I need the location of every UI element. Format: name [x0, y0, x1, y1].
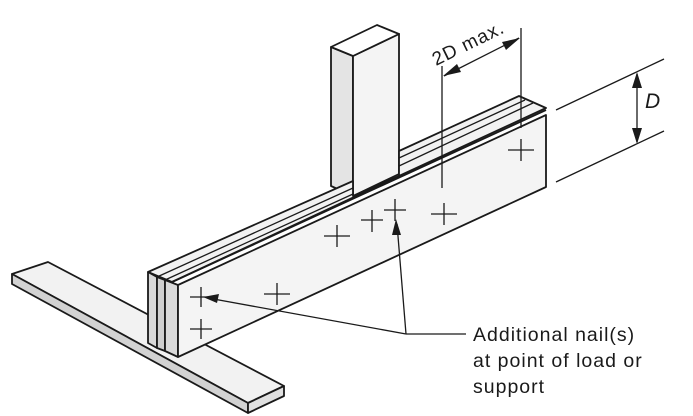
ply-seam-1	[156, 187, 354, 278]
nail-mark	[324, 225, 350, 247]
callout-line-2: at point of load or	[473, 350, 643, 372]
depth-arrow-bottom	[632, 128, 642, 144]
depth-arrow-top	[632, 72, 642, 88]
nail-mark	[384, 199, 406, 221]
beam-top-right	[398, 95, 547, 177]
beam-front-face	[177, 114, 547, 358]
ply-seam-4	[398, 102, 534, 167]
beam-end-ply-1	[147, 271, 158, 349]
beam-front-top-edge	[171, 109, 547, 283]
callout-note: Additional nail(s) at point of load or s…	[473, 324, 643, 398]
spacing-arrow-right	[502, 38, 520, 50]
post	[330, 24, 400, 197]
nail-mark	[190, 319, 212, 339]
nail-mark	[431, 203, 457, 225]
nail-marks	[190, 139, 534, 339]
post-side-face	[330, 46, 354, 197]
built-up-beam	[147, 95, 547, 358]
depth-extension-top	[555, 58, 665, 111]
support-plank-end	[247, 385, 285, 414]
beam-end-ply-2	[156, 276, 166, 352]
callout-line-1: Additional nail(s)	[473, 324, 635, 346]
leader-arrow-end-nail	[203, 294, 219, 303]
post-front-face	[352, 33, 400, 197]
nail-mark	[508, 139, 534, 161]
leader-to-end-nail	[207, 297, 407, 335]
depth-dimension: D	[555, 58, 665, 183]
spacing-dimension-label: 2D max.	[429, 18, 508, 71]
post-top-face	[330, 24, 400, 57]
nail-mark	[264, 283, 290, 305]
leader-to-post-nail	[396, 223, 407, 335]
leader-arrow-post-nail	[392, 219, 401, 235]
depth-extension-bottom	[555, 130, 665, 183]
callout-leaders	[203, 219, 466, 335]
ply-seam-2	[164, 193, 354, 281]
ply-seam-3	[398, 99, 526, 159]
depth-dimension-label: D	[645, 90, 660, 113]
beam-end-ply-3	[164, 279, 179, 358]
spacing-arrow-left	[443, 64, 461, 76]
nail-mark	[361, 210, 383, 232]
callout-line-3: support	[473, 376, 545, 398]
